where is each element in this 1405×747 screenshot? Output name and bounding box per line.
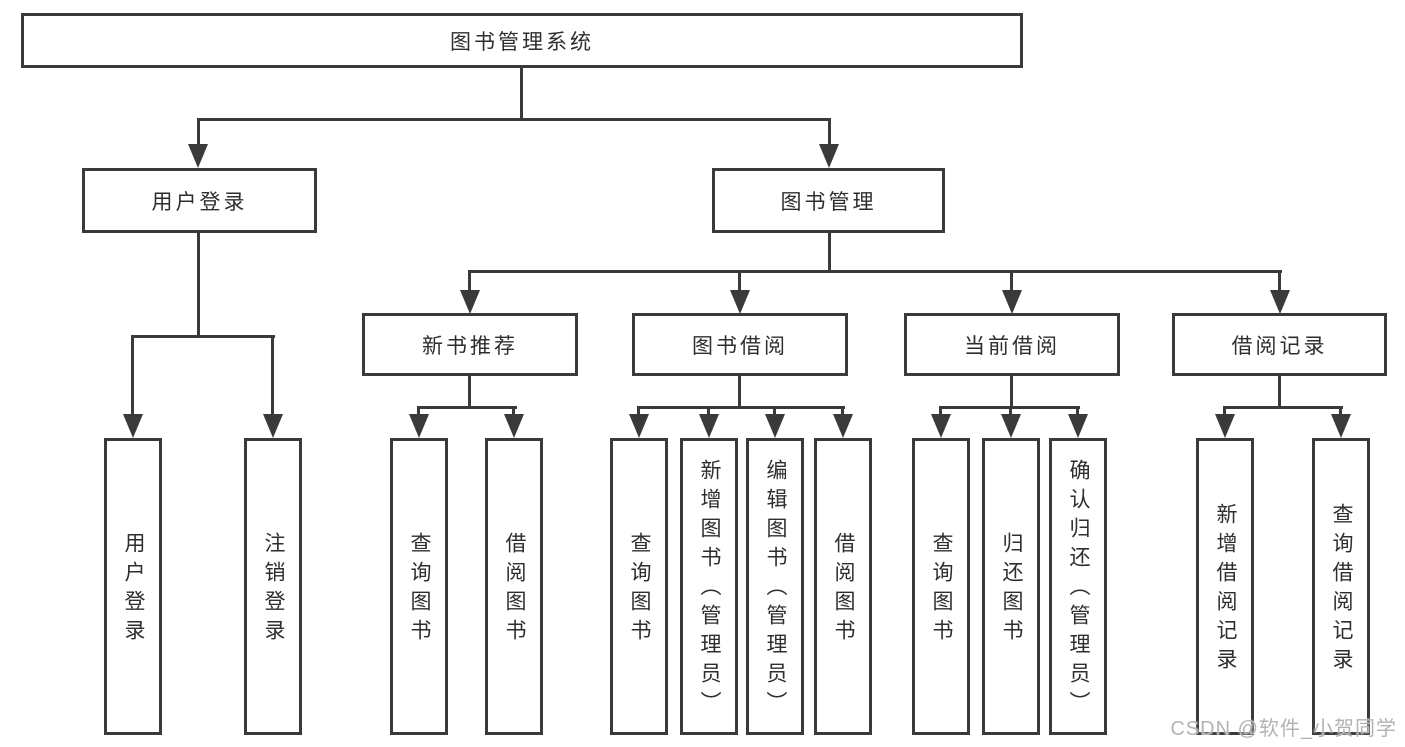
connector-line <box>197 232 200 337</box>
connector-line <box>520 68 523 119</box>
node-label: 编辑图书（管理员） <box>764 459 787 720</box>
node-user-login: 用户登录 <box>82 168 317 233</box>
node-borrow-records: 借阅记录 <box>1172 313 1387 376</box>
connector-line <box>841 406 844 418</box>
leaf-query-books-recommend: 查询图书 <box>390 438 448 735</box>
node-label: 新增借阅记录 <box>1214 502 1237 677</box>
arrow-down-icon <box>1068 414 1088 438</box>
connector-line <box>828 119 831 146</box>
node-label: 新增图书（管理员） <box>698 459 721 720</box>
node-label: 用户登录 <box>122 531 145 648</box>
connector-line <box>1010 376 1013 409</box>
node-library-management-system: 图书管理系统 <box>21 13 1023 68</box>
node-new-book-recommend: 新书推荐 <box>362 313 578 376</box>
connector-line <box>828 232 831 272</box>
node-book-borrow: 图书借阅 <box>632 313 848 376</box>
leaf-query-books-borrow: 查询图书 <box>610 438 668 735</box>
connector-line <box>197 118 831 121</box>
connector-line <box>1010 271 1013 291</box>
leaf-edit-book-admin: 编辑图书（管理员） <box>746 438 804 735</box>
connector-line <box>1009 406 1012 418</box>
connector-line <box>637 406 640 418</box>
node-label: 注销登录 <box>262 531 285 648</box>
connector-line <box>939 406 942 418</box>
arrow-down-icon <box>819 144 839 168</box>
node-label: 查询借阅记录 <box>1330 502 1353 677</box>
node-label: 用户登录 <box>151 190 248 214</box>
node-label: 图书管理 <box>780 190 877 214</box>
csdn-watermark: CSDN @软件_小贺同学 <box>1170 718 1397 740</box>
arrow-down-icon <box>263 414 283 438</box>
leaf-add-book-admin: 新增图书（管理员） <box>680 438 738 735</box>
leaf-query-books-current: 查询图书 <box>912 438 970 735</box>
node-label: 图书管理系统 <box>450 30 594 54</box>
connector-line <box>1223 406 1226 418</box>
node-label: 确认归还（管理员） <box>1067 459 1090 720</box>
node-label: 查询图书 <box>930 531 953 648</box>
node-label: 归还图书 <box>1000 531 1023 648</box>
leaf-logout: 注销登录 <box>244 438 302 735</box>
leaf-user-login: 用户登录 <box>104 438 162 735</box>
node-label: 查询图书 <box>408 531 431 648</box>
connector-line <box>637 406 845 409</box>
connector-line <box>468 271 471 291</box>
connector-line <box>271 336 274 416</box>
arrow-down-icon <box>1331 414 1351 438</box>
arrow-down-icon <box>931 414 951 438</box>
leaf-query-borrow-record: 查询借阅记录 <box>1312 438 1370 735</box>
node-current-borrow: 当前借阅 <box>904 313 1120 376</box>
arrow-down-icon <box>765 414 785 438</box>
leaf-borrow-books: 借阅图书 <box>814 438 872 735</box>
leaf-borrow-books-recommend: 借阅图书 <box>485 438 543 735</box>
connector-line <box>417 406 517 409</box>
node-label: 借阅记录 <box>1231 334 1328 358</box>
connector-line <box>773 406 776 418</box>
connector-line <box>468 270 1282 273</box>
connector-line <box>197 119 200 146</box>
node-label: 当前借阅 <box>964 334 1060 358</box>
node-label: 借阅图书 <box>503 531 526 648</box>
node-label: 借阅图书 <box>832 531 855 648</box>
arrow-down-icon <box>730 290 750 314</box>
connector-line <box>131 336 134 416</box>
connector-line <box>1076 406 1079 418</box>
connector-line <box>738 376 741 409</box>
node-label: 查询图书 <box>628 531 651 648</box>
arrow-down-icon <box>504 414 524 438</box>
connector-line <box>1278 271 1281 291</box>
connector-line <box>417 406 420 418</box>
arrow-down-icon <box>409 414 429 438</box>
connector-line <box>1278 376 1281 409</box>
leaf-confirm-return-admin: 确认归还（管理员） <box>1049 438 1107 735</box>
leaf-return-books: 归还图书 <box>982 438 1040 735</box>
arrow-down-icon <box>699 414 719 438</box>
arrow-down-icon <box>1001 414 1021 438</box>
arrow-down-icon <box>123 414 143 438</box>
node-label: 新书推荐 <box>422 334 518 358</box>
node-label: 图书借阅 <box>692 334 788 358</box>
connector-line <box>1339 406 1342 418</box>
connector-line <box>738 271 741 291</box>
arrow-down-icon <box>1002 290 1022 314</box>
leaf-add-borrow-record: 新增借阅记录 <box>1196 438 1254 735</box>
connector-line <box>707 406 710 418</box>
arrow-down-icon <box>1215 414 1235 438</box>
connector-line <box>512 406 515 418</box>
arrow-down-icon <box>1270 290 1290 314</box>
arrow-down-icon <box>188 144 208 168</box>
connector-line <box>131 335 275 338</box>
arrow-down-icon <box>629 414 649 438</box>
arrow-down-icon <box>833 414 853 438</box>
node-book-management: 图书管理 <box>712 168 945 233</box>
connector-line <box>468 376 471 409</box>
connector-line <box>1223 406 1343 409</box>
arrow-down-icon <box>460 290 480 314</box>
